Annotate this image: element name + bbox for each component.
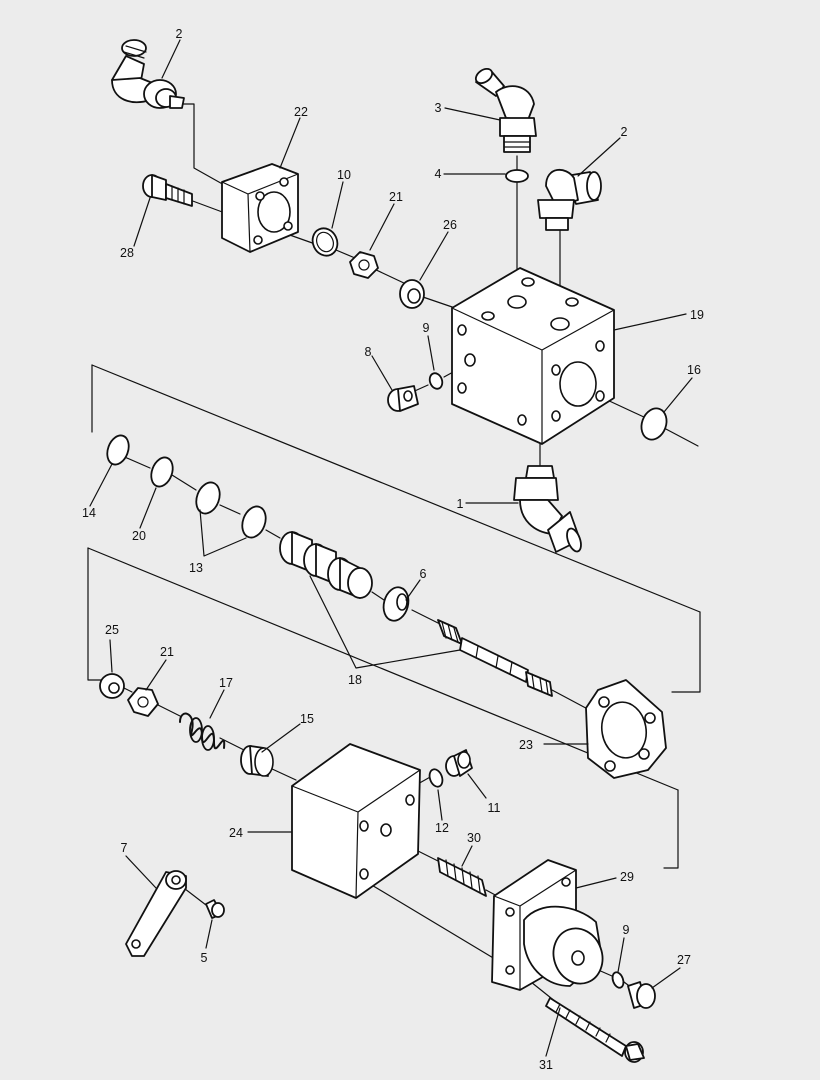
part-30-set-screw	[437, 857, 487, 897]
callout-5: 5	[201, 951, 208, 965]
part-25-washer	[99, 673, 125, 699]
callout-6: 6	[420, 567, 427, 581]
callout-9-lower: 9	[623, 923, 630, 937]
part-6-washer	[382, 586, 410, 622]
callout-23: 23	[519, 738, 533, 752]
callout-31: 31	[539, 1058, 553, 1072]
callout-11: 11	[488, 801, 501, 815]
part-18-spool	[279, 531, 373, 599]
callout-15: 15	[300, 712, 314, 726]
callout-29: 29	[620, 870, 634, 884]
part-17-spring	[179, 712, 226, 751]
leader-lines	[89, 39, 693, 1057]
part-11-plug	[445, 749, 473, 777]
part-2-elbow-fitting-right	[537, 169, 602, 231]
callout-21-upper: 21	[389, 190, 403, 204]
callout-25: 25	[105, 623, 119, 637]
part-31-long-bolt	[545, 997, 645, 1063]
callout-22: 22	[294, 105, 308, 119]
part-14-ring	[106, 434, 130, 466]
callout-26: 26	[443, 218, 457, 232]
callout-2-right: 2	[621, 125, 628, 139]
part-4-o-ring	[505, 169, 529, 183]
part-20-ring	[150, 456, 174, 488]
callout-8: 8	[365, 345, 372, 359]
callout-13: 13	[189, 561, 203, 575]
part-16-ring	[640, 407, 668, 441]
part-5-screw	[205, 899, 225, 919]
callout-9-upper: 9	[423, 321, 430, 335]
callout-16: 16	[687, 363, 701, 377]
callout-12: 12	[435, 821, 449, 835]
callout-19: 19	[690, 308, 704, 322]
callout-17: 17	[219, 676, 233, 690]
part-10-o-ring	[311, 227, 339, 257]
part-13-ring-a	[195, 481, 221, 515]
part-18-spool-rod	[437, 619, 553, 697]
part-21-nut-lower	[127, 687, 159, 717]
callout-18: 18	[348, 673, 362, 687]
part-19-valve-body	[451, 267, 615, 445]
callout-4: 4	[435, 167, 442, 181]
callout-3: 3	[435, 101, 442, 115]
part-2-elbow-fitting-top	[111, 39, 185, 109]
part-23-flange-plate	[585, 679, 667, 779]
part-28-cap-screw	[142, 174, 193, 207]
callout-28: 28	[120, 246, 134, 260]
callout-20: 20	[132, 529, 146, 543]
part-15-spacer	[240, 745, 274, 777]
part-26-seal-washer	[399, 279, 425, 309]
part-27-cap-nut	[627, 981, 656, 1009]
part-13-ring-b	[241, 505, 267, 539]
part-9-o-ring-upper	[428, 372, 444, 390]
part-7-lever	[125, 870, 187, 957]
callout-labels: 2 22 10 21 26 28 3 4 2 19 9 8 16 1 14 20…	[82, 27, 704, 1072]
part-3-elbow-fitting	[474, 67, 537, 153]
callout-14: 14	[82, 506, 96, 520]
callout-10: 10	[337, 168, 351, 182]
callout-1: 1	[457, 497, 464, 511]
callout-21-lower: 21	[160, 645, 174, 659]
callout-7: 7	[121, 841, 128, 855]
part-10-o-ring-inner	[316, 231, 334, 253]
callout-2-top: 2	[176, 27, 183, 41]
part-29-solenoid-housing	[491, 859, 604, 991]
part-8-plug	[387, 385, 419, 412]
part-24-block	[291, 743, 421, 899]
callout-27: 27	[677, 953, 691, 967]
callout-30: 30	[467, 831, 481, 845]
part-22-flange	[221, 163, 299, 253]
part-12-o-ring	[428, 768, 444, 788]
part-9-o-ring-lower	[611, 971, 625, 989]
part-1-elbow-fitting	[513, 465, 582, 553]
part-21-nut-upper	[349, 251, 379, 279]
callout-24: 24	[229, 826, 243, 840]
